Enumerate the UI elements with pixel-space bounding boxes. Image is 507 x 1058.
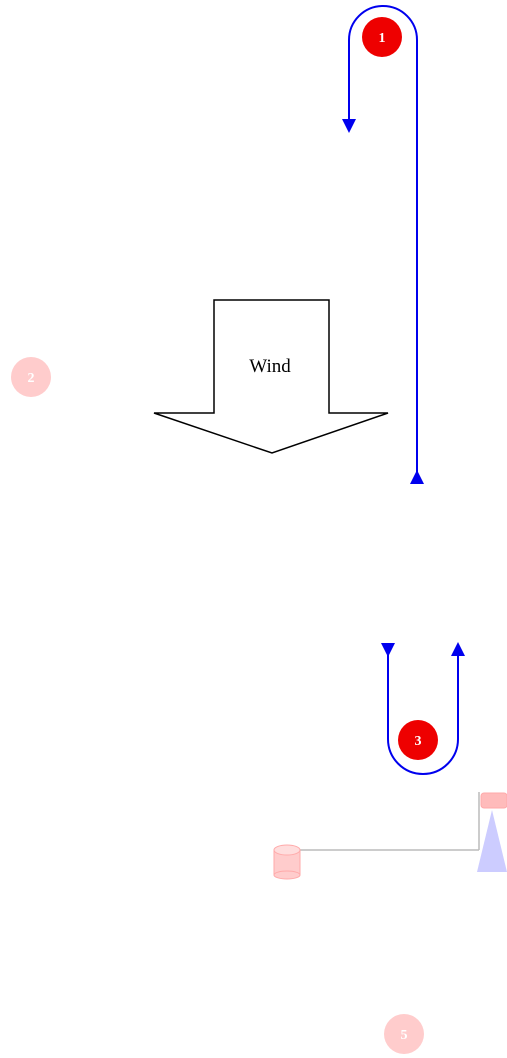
arrow-up-icon bbox=[451, 642, 465, 656]
mark-3-label: 3 bbox=[415, 734, 422, 749]
committee-flag-icon bbox=[480, 792, 507, 809]
arrow-down-icon bbox=[381, 643, 395, 657]
mark-2-label: 2 bbox=[28, 371, 35, 386]
buoy-top bbox=[273, 844, 301, 856]
mark-1-circle bbox=[362, 17, 402, 57]
mark-3: 3 bbox=[398, 720, 438, 760]
wind-arrow: Wind bbox=[153, 299, 389, 454]
wind-label: Wind bbox=[249, 356, 291, 377]
mark-1: 1 bbox=[362, 17, 402, 57]
mark-2: 2 bbox=[11, 357, 51, 397]
mark-5-label: 5 bbox=[401, 1028, 408, 1043]
mark-2-circle bbox=[11, 357, 51, 397]
course-path-mark-1 bbox=[348, 5, 418, 475]
pin-buoy-icon bbox=[273, 844, 301, 880]
start-line bbox=[300, 792, 480, 851]
course-leg-mark-1 bbox=[342, 5, 424, 484]
committee-boat-icon bbox=[477, 792, 507, 872]
mark-1-label: 1 bbox=[379, 31, 386, 46]
committee-boat-hull bbox=[477, 810, 507, 872]
buoy-bottom bbox=[273, 870, 301, 880]
wind-arrow-shape bbox=[153, 299, 389, 454]
arrow-down-icon bbox=[342, 119, 356, 133]
mark-5-circle bbox=[384, 1014, 424, 1054]
mark-3-circle bbox=[398, 720, 438, 760]
course-path-mark-3 bbox=[387, 652, 459, 775]
arrow-up-icon bbox=[410, 470, 424, 484]
course-leg-mark-3 bbox=[381, 642, 465, 775]
mark-5: 5 bbox=[384, 1014, 424, 1054]
